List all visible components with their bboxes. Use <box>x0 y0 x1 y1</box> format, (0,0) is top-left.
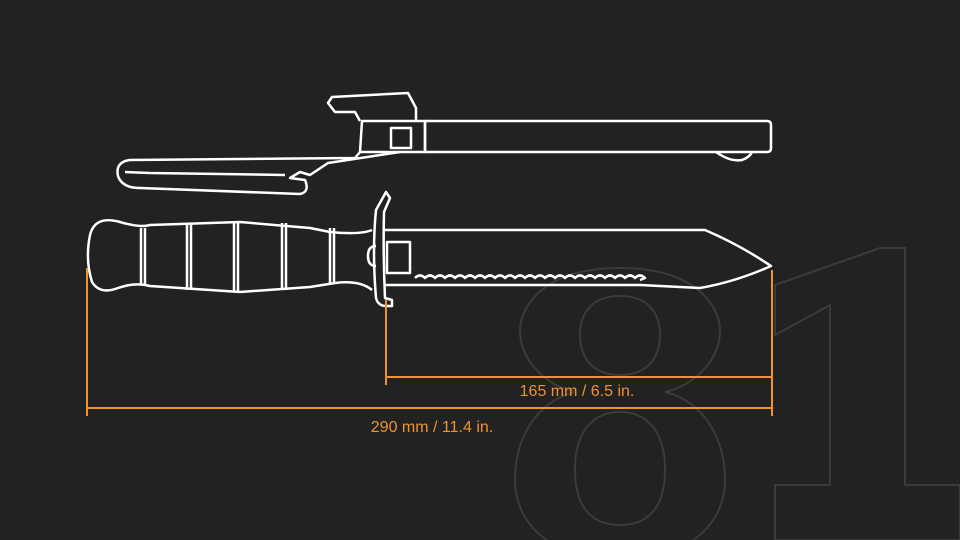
handle-ring-1 <box>139 228 147 284</box>
blade-serration <box>414 274 647 282</box>
sheath-clip-inner <box>124 170 286 177</box>
knife-guard <box>372 190 394 308</box>
watermark-digit-8 <box>513 266 727 540</box>
knife-blade <box>384 228 773 290</box>
handle-ring-4 <box>280 223 288 290</box>
sheath-strap <box>358 119 427 154</box>
handle-ring-3 <box>232 222 240 292</box>
sheath-belt-clip <box>116 150 401 196</box>
sheath-clip-top <box>326 91 418 122</box>
total-length-label: 290 mm / 11.4 in. <box>370 419 494 436</box>
sheath-drain <box>715 150 754 162</box>
sheath <box>116 91 773 196</box>
handle-ring-2 <box>185 223 193 290</box>
knife-handle <box>86 218 373 294</box>
watermark-81 <box>513 247 960 540</box>
blade-length-label: 165 mm / 6.5 in. <box>519 383 635 400</box>
knife <box>86 190 773 308</box>
watermark-digit-1 <box>774 247 960 540</box>
dimension-lines <box>86 268 773 416</box>
sheath-strap-window <box>389 126 413 150</box>
blade-ricasso-window <box>385 240 412 275</box>
sheath-body <box>423 119 773 154</box>
guard-button <box>366 244 377 268</box>
handle-ring-5 <box>328 228 336 284</box>
